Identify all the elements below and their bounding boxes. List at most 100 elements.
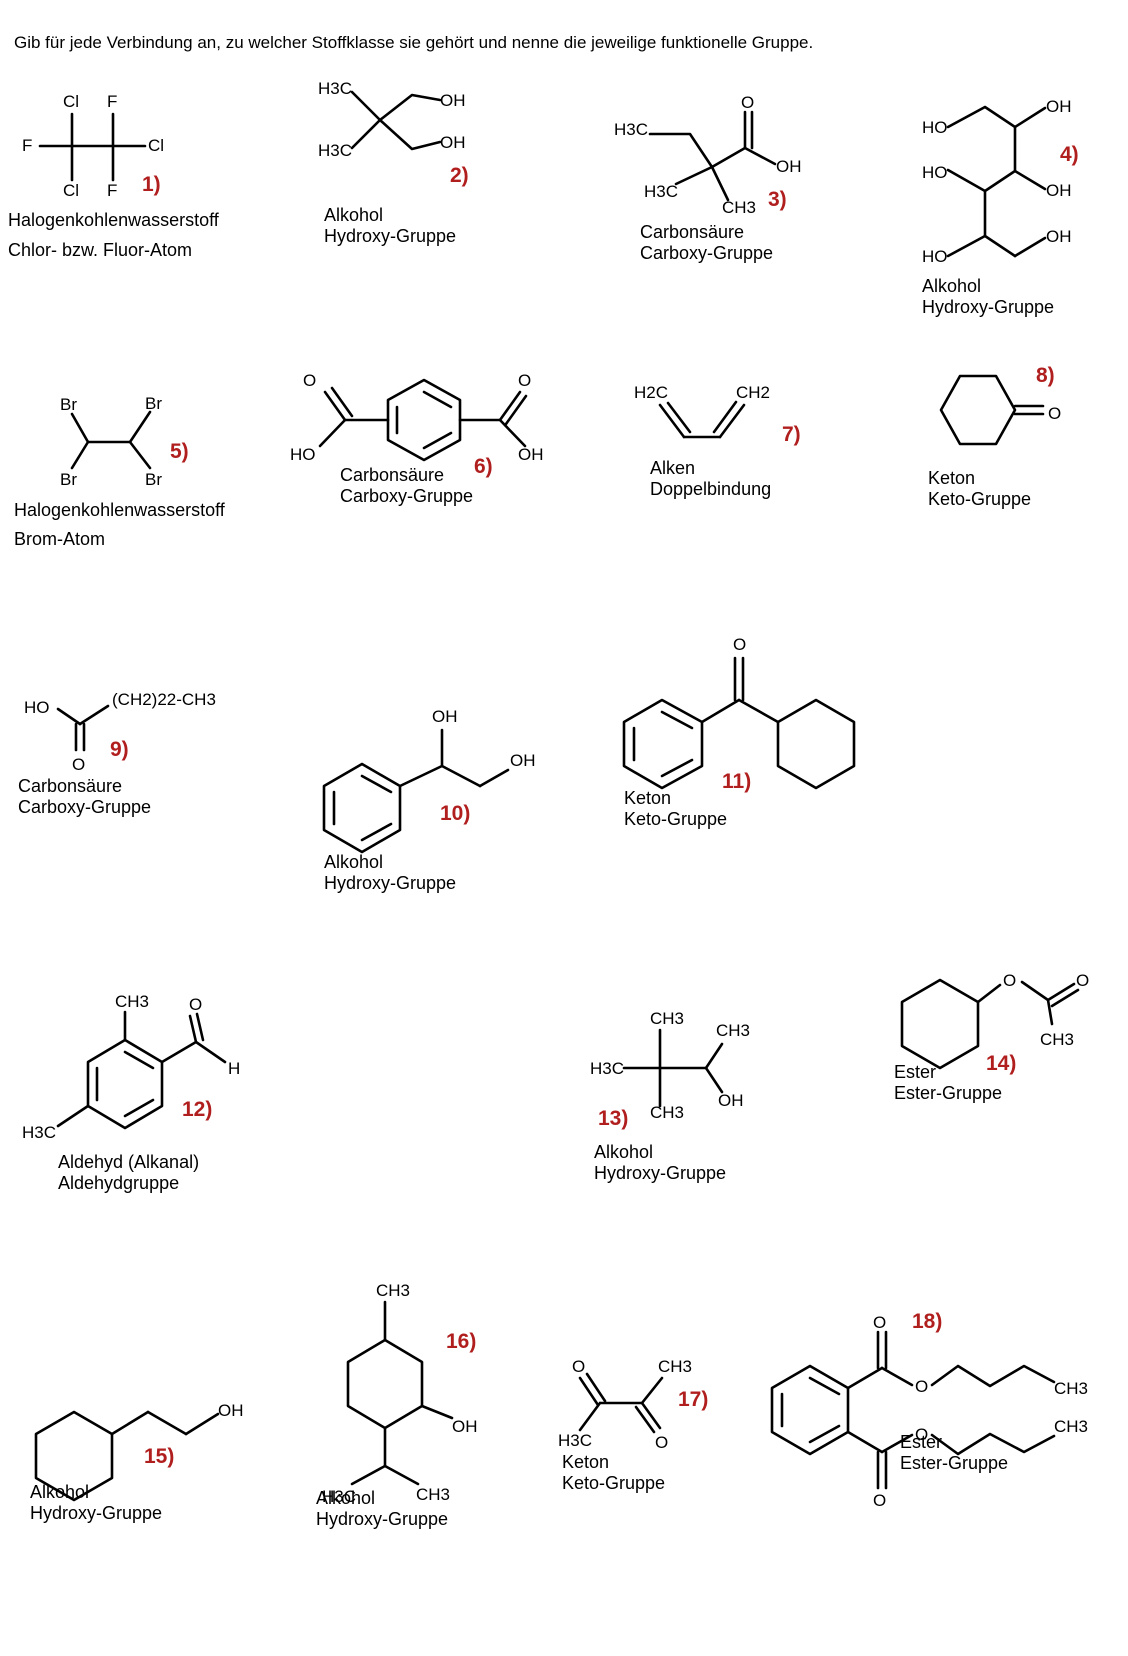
- compound-number: 4): [1060, 143, 1079, 166]
- atom-label: H: [228, 1059, 240, 1078]
- functional-group: Ester-Gruppe: [900, 1453, 1009, 1473]
- structure-16: [346, 1300, 454, 1486]
- functional-group: Hydroxy-Gruppe: [594, 1163, 727, 1183]
- atom-label: CH3: [115, 992, 149, 1011]
- atom-label: CH3: [722, 198, 756, 217]
- functional-group: Carboxy-Gruppe: [18, 797, 152, 817]
- compound-class: Halogenkohlenwasserstoff: [14, 500, 225, 520]
- atom-label: HO: [290, 445, 316, 464]
- functional-group: Carboxy-Gruppe: [640, 243, 774, 263]
- compound-number: 6): [474, 455, 493, 478]
- atom-label: O: [655, 1433, 668, 1452]
- atom-label: H3C: [22, 1123, 56, 1142]
- compound-number: 5): [170, 440, 189, 463]
- functional-group: Hydroxy-Gruppe: [324, 226, 457, 246]
- atom-label: O: [572, 1357, 585, 1376]
- atom-label: O: [189, 995, 202, 1014]
- functional-group: Hydroxy-Gruppe: [30, 1503, 163, 1523]
- compound-class: Carbonsäure: [18, 776, 123, 796]
- atom-label: OH: [1046, 181, 1072, 200]
- atom-label: Br: [60, 470, 77, 489]
- structure-13: [622, 1028, 724, 1108]
- functional-group: Aldehydgruppe: [58, 1173, 180, 1193]
- atom-label: Cl: [63, 92, 79, 111]
- atom-label: CH3: [650, 1009, 684, 1028]
- compound-number: 1): [142, 173, 161, 196]
- compound-class: Carbonsäure: [640, 222, 745, 242]
- functional-group: Doppelbindung: [650, 479, 772, 499]
- functional-group: Hydroxy-Gruppe: [316, 1509, 449, 1529]
- atom-label: H3C: [590, 1059, 624, 1078]
- structure-3: [648, 110, 777, 202]
- compound-number: 8): [1036, 364, 1055, 387]
- atom-label: CH3: [416, 1485, 450, 1504]
- structure-18: [770, 1330, 1056, 1490]
- compound-number: 17): [678, 1388, 709, 1411]
- compound-number: 14): [986, 1052, 1017, 1075]
- atom-label: H3C: [558, 1431, 592, 1450]
- atom-label: O: [518, 371, 531, 390]
- atom-label: CH3: [1040, 1030, 1074, 1049]
- atom-label: H3C: [322, 1487, 356, 1506]
- atom-label: O: [1003, 971, 1016, 990]
- atom-label: HO: [922, 163, 948, 182]
- structure-7: [658, 400, 746, 439]
- structure-8: [939, 374, 1045, 446]
- atom-label: OH: [440, 133, 466, 152]
- atom-label: H2C: [634, 383, 668, 402]
- compound-class: Alken: [650, 458, 696, 478]
- atom-label: CH3: [650, 1103, 684, 1122]
- atom-label: O: [915, 1377, 928, 1396]
- compound-class: Alkohol: [324, 205, 384, 225]
- atom-label: CH3: [716, 1021, 750, 1040]
- functional-group: Keto-Gruppe: [624, 809, 728, 829]
- atom-label: HO: [922, 247, 948, 266]
- atom-label: O: [915, 1425, 928, 1444]
- compound-number: 15): [144, 1445, 175, 1468]
- instruction-text: Gib für jede Verbindung an, zu welcher S…: [14, 33, 814, 52]
- atom-label: CH3: [658, 1357, 692, 1376]
- atom-label: Cl: [63, 181, 79, 200]
- atom-label: H3C: [644, 182, 678, 201]
- structure-17: [578, 1372, 664, 1434]
- functional-group: Keto-Gruppe: [928, 489, 1032, 509]
- structure-14: [900, 978, 1080, 1070]
- compound-number: 10): [440, 802, 471, 825]
- compound-class: Keton: [624, 788, 672, 808]
- functional-group: Ester-Gruppe: [894, 1083, 1003, 1103]
- atom-label: OH: [776, 157, 802, 176]
- atom-label: Cl: [148, 136, 164, 155]
- compound-number: 12): [182, 1098, 213, 1121]
- atom-label: CH3: [1054, 1379, 1088, 1398]
- functional-group: Hydroxy-Gruppe: [324, 873, 457, 893]
- compound-class: Alkohol: [922, 276, 982, 296]
- structure-4: [946, 105, 1047, 258]
- compound-number: 9): [110, 738, 129, 761]
- compound-number: 18): [912, 1310, 943, 1333]
- atom-labels: Cl F F Cl Cl F H3C OH H3C OH H3C O OH H3…: [22, 79, 1089, 1510]
- atom-label: F: [107, 92, 117, 111]
- compound-class: Keton: [562, 1452, 610, 1472]
- atom-label: H3C: [318, 79, 352, 98]
- compound-class: Alkohol: [30, 1482, 90, 1502]
- compound-class: Carbonsäure: [340, 465, 445, 485]
- compound-number: 11): [722, 770, 752, 793]
- compound-number: 13): [598, 1107, 629, 1130]
- atom-label: OH: [452, 1417, 478, 1436]
- atom-label: O: [873, 1491, 886, 1510]
- atom-label: F: [107, 181, 117, 200]
- compound-class: Alkohol: [594, 1142, 654, 1162]
- atom-label: CH3: [376, 1281, 410, 1300]
- atom-label: O: [303, 371, 316, 390]
- structure-11: [622, 656, 856, 790]
- structure-6: [318, 378, 528, 462]
- atom-label: F: [22, 136, 32, 155]
- atom-label: OH: [432, 707, 458, 726]
- atom-label: OH: [718, 1091, 744, 1110]
- structure-9: [56, 704, 110, 752]
- atom-label: OH: [218, 1401, 244, 1420]
- atom-label: Br: [145, 470, 162, 489]
- atom-label: OH: [1046, 227, 1072, 246]
- compound-number: 2): [450, 164, 469, 187]
